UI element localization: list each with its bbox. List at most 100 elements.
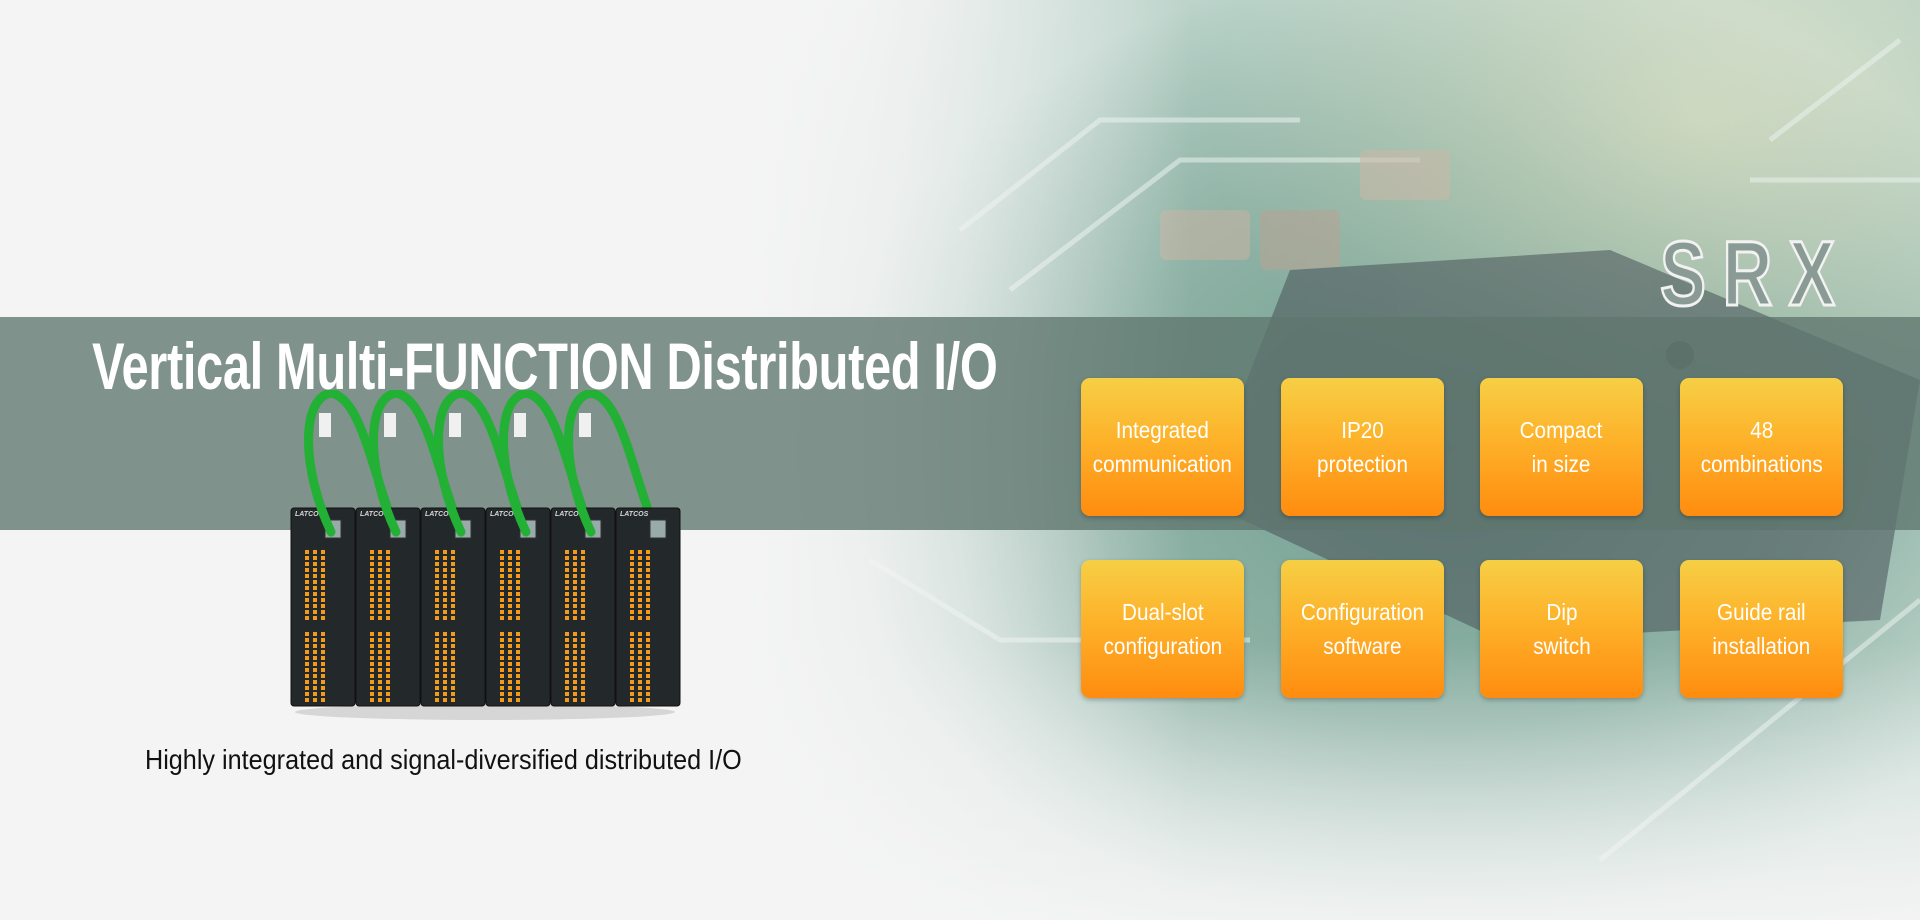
- terminal: [443, 668, 447, 672]
- terminal: [443, 568, 447, 572]
- terminal: [386, 638, 390, 642]
- terminal: [581, 650, 585, 654]
- cable-label: [384, 413, 396, 437]
- terminal: [451, 568, 455, 572]
- terminal: [573, 598, 577, 602]
- terminal: [451, 550, 455, 554]
- terminal: [386, 698, 390, 702]
- terminal: [565, 550, 569, 554]
- terminal: [573, 568, 577, 572]
- terminal: [508, 680, 512, 684]
- terminal: [500, 598, 504, 602]
- terminal: [378, 668, 382, 672]
- terminal: [630, 556, 634, 560]
- terminal: [630, 592, 634, 596]
- terminal: [321, 568, 325, 572]
- terminal: [378, 556, 382, 560]
- terminal: [443, 638, 447, 642]
- terminal: [386, 586, 390, 590]
- io-module: LATCOS: [550, 390, 661, 707]
- terminal: [516, 644, 520, 648]
- terminal: [581, 604, 585, 608]
- terminal: [516, 680, 520, 684]
- terminal: [516, 556, 520, 560]
- terminal: [573, 680, 577, 684]
- terminal: [638, 610, 642, 614]
- terminal: [313, 638, 317, 642]
- terminal: [508, 668, 512, 672]
- terminal: [565, 556, 569, 560]
- terminal: [573, 656, 577, 660]
- terminal: [378, 592, 382, 596]
- terminal: [386, 668, 390, 672]
- terminal: [508, 698, 512, 702]
- terminal: [443, 562, 447, 566]
- terminal: [646, 580, 650, 584]
- terminal: [516, 692, 520, 696]
- terminal: [630, 674, 634, 678]
- terminal: [443, 662, 447, 666]
- feature-configuration-software: Configuration software: [1281, 560, 1444, 698]
- terminal: [443, 698, 447, 702]
- terminal: [646, 568, 650, 572]
- terminal: [443, 586, 447, 590]
- terminal: [378, 550, 382, 554]
- terminal: [386, 616, 390, 620]
- terminal: [630, 662, 634, 666]
- terminal: [443, 656, 447, 660]
- terminal: [573, 644, 577, 648]
- terminal: [370, 586, 374, 590]
- terminal: [500, 610, 504, 614]
- terminal: [443, 650, 447, 654]
- terminal: [646, 668, 650, 672]
- terminal: [508, 662, 512, 666]
- terminal: [313, 644, 317, 648]
- terminal: [435, 598, 439, 602]
- terminal: [630, 638, 634, 642]
- terminal: [443, 556, 447, 560]
- terminal: [500, 644, 504, 648]
- terminal: [638, 674, 642, 678]
- terminal: [630, 598, 634, 602]
- terminal: [321, 550, 325, 554]
- terminal: [638, 668, 642, 672]
- terminal: [321, 680, 325, 684]
- terminal: [630, 650, 634, 654]
- terminal: [630, 568, 634, 572]
- brand-mark: LATCOS: [490, 511, 519, 518]
- terminal: [565, 580, 569, 584]
- terminal: [508, 656, 512, 660]
- product-shadow: [295, 704, 675, 720]
- terminal: [435, 680, 439, 684]
- terminal: [638, 650, 642, 654]
- terminal: [321, 604, 325, 608]
- terminal: [508, 644, 512, 648]
- terminal: [370, 638, 374, 642]
- terminal: [443, 644, 447, 648]
- terminal: [638, 550, 642, 554]
- terminal: [581, 568, 585, 572]
- terminal: [516, 656, 520, 660]
- terminal: [386, 692, 390, 696]
- terminal: [370, 656, 374, 660]
- terminal: [321, 574, 325, 578]
- terminal: [451, 574, 455, 578]
- terminal: [630, 562, 634, 566]
- terminal: [435, 686, 439, 690]
- page-title: Vertical Multi-FUNCTION Distributed I/O: [92, 329, 998, 403]
- terminal: [581, 638, 585, 642]
- terminal: [500, 604, 504, 608]
- feature-ip20-protection: IP20 protection: [1281, 378, 1444, 516]
- terminal: [508, 650, 512, 654]
- terminal: [305, 638, 309, 642]
- terminal: [630, 574, 634, 578]
- terminal: [516, 616, 520, 620]
- terminal: [313, 656, 317, 660]
- terminal: [500, 580, 504, 584]
- terminal: [630, 668, 634, 672]
- terminal: [435, 692, 439, 696]
- terminal: [646, 680, 650, 684]
- terminal: [500, 662, 504, 666]
- terminal: [516, 686, 520, 690]
- terminal: [573, 698, 577, 702]
